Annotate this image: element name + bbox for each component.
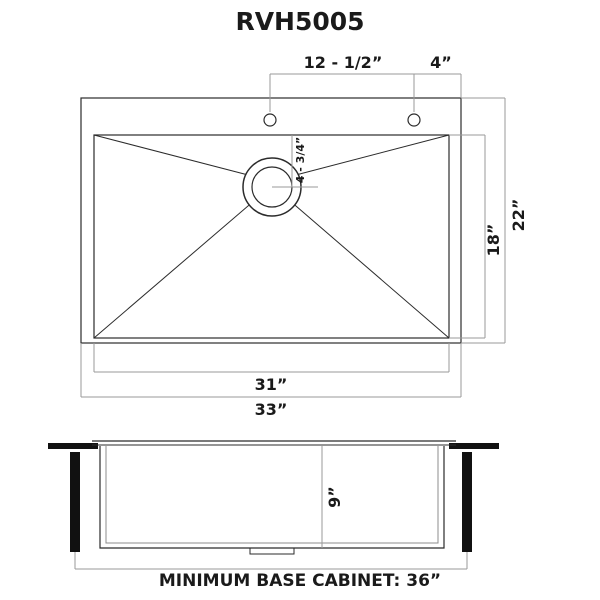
overall-width-label: 33” — [255, 400, 288, 419]
bowl-outer-profile — [99, 446, 445, 549]
countertop-left — [48, 443, 98, 449]
countertop-right — [449, 443, 499, 449]
drain-stub — [249, 547, 295, 555]
cabinet-dimension-line — [74, 552, 468, 570]
top-view — [80, 97, 462, 344]
cabinet-wall-right — [462, 452, 472, 552]
model-title: RVH5005 — [235, 7, 364, 36]
faucet-hole-right — [407, 113, 421, 127]
overall-depth-label: 22” — [509, 199, 528, 232]
bowl-slope-lines — [93, 134, 450, 339]
drain-offset-label: 4 - 3/4” — [294, 137, 307, 183]
sink-bowl-edge — [93, 134, 450, 339]
minimum-cabinet-label: MINIMUM BASE CABINET: 36” — [159, 571, 441, 591]
bowl-height-label: 9” — [325, 486, 344, 508]
cabinet-wall-left — [70, 452, 80, 552]
bowl-inner-profile — [105, 446, 439, 544]
dimension-lines-top — [80, 73, 506, 398]
bowl-width-label: 31” — [255, 375, 288, 394]
side-view — [48, 440, 499, 555]
hole-to-edge-label: 4” — [430, 53, 452, 72]
faucet-hole-left — [263, 113, 277, 127]
hole-spacing-label: 12 - 1/2” — [304, 53, 383, 72]
inner-depth-label: 18” — [484, 224, 503, 257]
sink-outer-edge — [80, 97, 462, 344]
